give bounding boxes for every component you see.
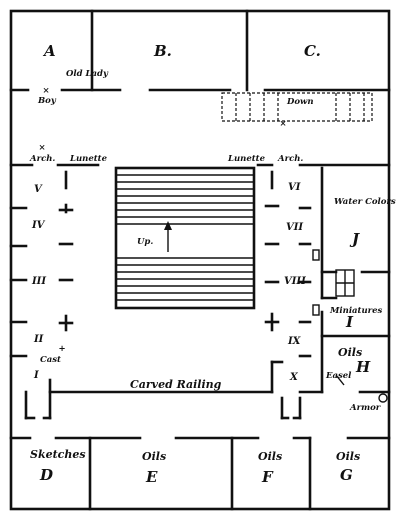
cast-label: Cast [40,355,61,365]
room-b-label: B. [153,42,172,60]
boy-label: Boy [37,96,57,106]
up-arrow-icon [164,221,172,252]
central-staircase [114,166,256,310]
sketches-label: Sketches [30,448,86,461]
room-a-label: A [42,42,56,60]
room-d-label: D [39,466,53,484]
bay-i-label: I [33,370,39,381]
room-f-label: F [261,468,274,486]
room-i-label: I [345,313,354,331]
bay-v-label: V [34,184,43,195]
markers: × × × + [38,86,345,386]
top-room-walls [9,9,391,92]
easel-label: Easel [325,371,352,381]
up-label: Up. [137,237,153,247]
down-stairs [221,92,373,122]
oils-f-label: Oils [258,450,282,463]
carved-railing-label: Carved Railing [130,378,222,391]
oils-g-label: Oils [336,450,360,463]
oils-h-label: Oils [338,346,362,359]
bay-iv-label: IV [31,220,46,231]
bay-ix-label: IX [287,336,302,347]
outer-walls [9,9,391,511]
bay-ii-label: II [33,334,44,345]
armor-label: Armor [349,403,381,413]
lunette-right-label: Lunette [227,154,266,164]
room-e-label: E [145,468,158,486]
right-rooms-walls [298,166,391,403]
right-bay-walls [264,170,312,358]
room-c-label: C. [304,42,321,60]
svg-text:×: × [279,119,286,129]
bottom-room-walls [9,436,391,511]
down-label: Down [286,97,314,107]
svg-text:+: + [58,344,65,354]
bay-x-label: X [289,372,299,383]
bay-vii-label: VII [286,222,303,233]
miniatures-label: Miniatures [329,306,383,316]
arch-right-label: Arch. [277,154,303,164]
old-lady-label: Old Lady [66,69,109,79]
room-j-label: J [349,230,360,248]
bay-iii-label: III [31,276,46,287]
room-h-label: H [355,358,371,376]
svg-text:×: × [42,86,49,96]
lunette-left-label: Lunette [69,154,108,164]
oils-e-label: Oils [142,450,166,463]
left-bay-walls [9,170,74,358]
svg-text:×: × [38,143,45,153]
water-colors-label: Water Colors [334,197,396,207]
arch-left-label: Arch. [29,154,55,164]
bay-viii-label: VIII [284,276,306,287]
railing-corridor [24,360,302,420]
bay-vi-label: VI [288,182,301,193]
room-g-label: G [340,466,353,484]
